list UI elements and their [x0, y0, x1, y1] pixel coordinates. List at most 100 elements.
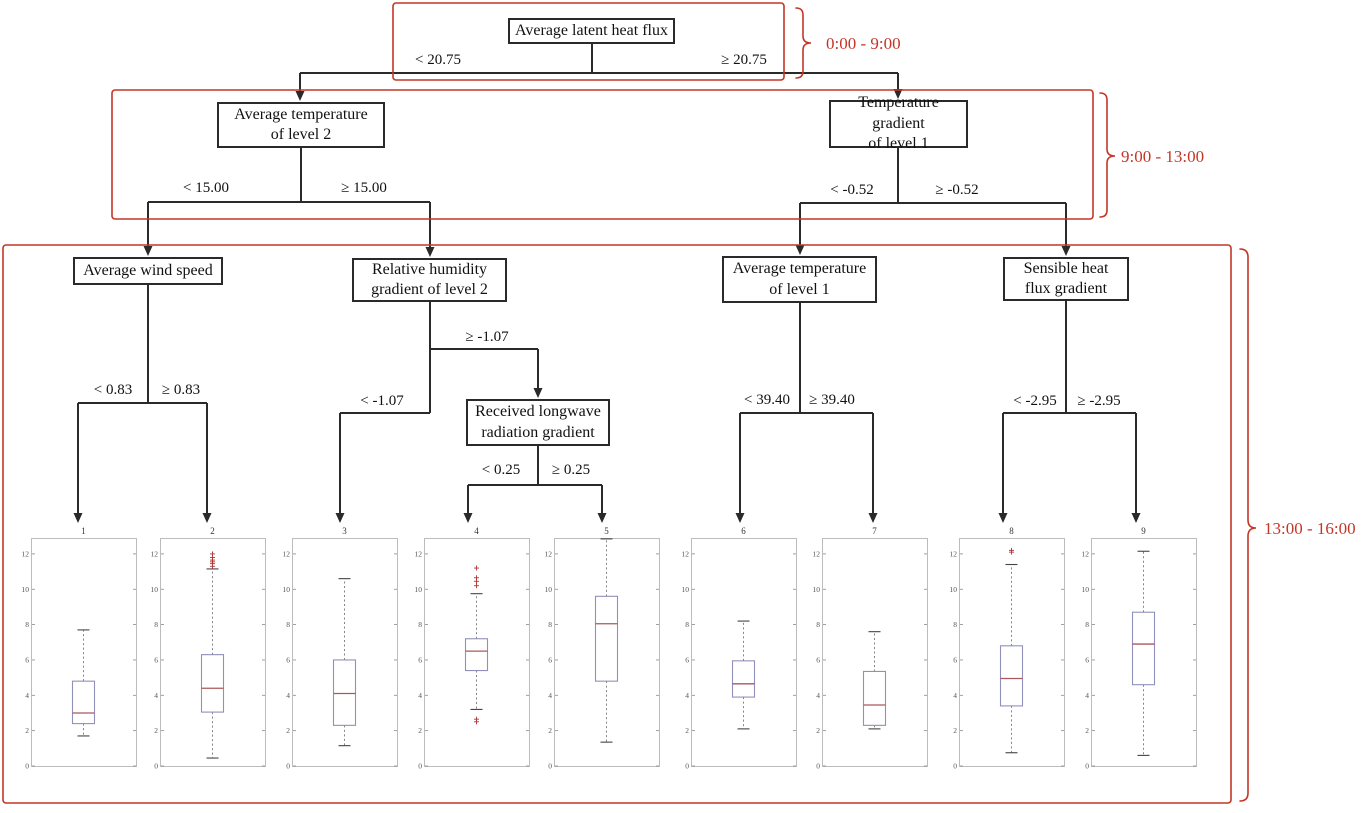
- y-tick-label: 6: [1085, 655, 1089, 664]
- branch-sensible-right: ≥ -2.95: [1077, 393, 1121, 409]
- y-tick-label: 8: [418, 620, 422, 629]
- node-relative-humidity-gradient-level2: Relative humidity gradient of level 2: [352, 258, 507, 302]
- y-tick-label: 10: [950, 585, 958, 594]
- iqr-box: [731, 660, 756, 698]
- node-average-latent-heat-flux: Average latent heat flux: [508, 18, 675, 44]
- y-tick-label: 6: [685, 655, 689, 664]
- y-tick-label: 10: [1082, 585, 1090, 594]
- y-tick-label: 4: [418, 691, 422, 700]
- branch-temp1-left: < 39.40: [744, 392, 790, 408]
- node-temperature-gradient-level1: Temperature gradient of level 1: [829, 94, 968, 152]
- y-tick-label: 2: [1085, 726, 1089, 735]
- y-tick-label: 10: [813, 585, 821, 594]
- y-tick-label: 6: [953, 655, 957, 664]
- y-tick-label: 0: [685, 762, 689, 771]
- branch-root-left: < 20.75: [415, 52, 461, 68]
- y-tick-label: 0: [1085, 762, 1089, 771]
- branch-root-right: ≥ 20.75: [721, 52, 767, 68]
- y-tick-label: 6: [548, 655, 552, 664]
- boxplot-title: 7: [872, 526, 877, 536]
- node-average-wind-speed: Average wind speed: [73, 257, 223, 285]
- branch-tgrad1-left: < -0.52: [830, 182, 874, 198]
- y-tick-label: 2: [418, 726, 422, 735]
- y-tick-label: 2: [816, 726, 820, 735]
- node-sensible-heat-flux-gradient: Sensible heat flux gradient: [1003, 257, 1129, 301]
- iqr-box: [594, 595, 619, 682]
- y-tick-label: 4: [548, 691, 552, 700]
- branch-temp1-right: ≥ 39.40: [809, 392, 855, 408]
- branch-longwave-right: ≥ 0.25: [551, 462, 591, 478]
- y-tick-label: 6: [25, 655, 29, 664]
- time-label-1300-1600: 13:00 - 16:00: [1264, 519, 1356, 538]
- boxplot-title: 1: [81, 526, 86, 536]
- node-average-temperature-level1: Average temperature of level 1: [722, 256, 877, 303]
- iqr-box: [862, 670, 887, 726]
- y-tick-label: 12: [1082, 549, 1090, 558]
- y-tick-label: 4: [25, 691, 29, 700]
- y-tick-label: 4: [154, 691, 158, 700]
- y-tick-label: 2: [685, 726, 689, 735]
- boxplot-title: 4: [474, 526, 479, 536]
- branch-rh2-left: < -1.07: [360, 393, 404, 409]
- time-label-0000-0900: 0:00 - 9:00: [826, 34, 901, 53]
- curly-braces: [795, 7, 1257, 802]
- y-tick-label: 2: [548, 726, 552, 735]
- y-tick-label: 6: [816, 655, 820, 664]
- y-tick-label: 10: [151, 585, 159, 594]
- arrowheads: [73, 89, 1141, 523]
- boxplot-title: 9: [1141, 526, 1146, 536]
- y-tick-label: 8: [685, 620, 689, 629]
- y-tick-label: 4: [953, 691, 957, 700]
- y-tick-label: 8: [816, 620, 820, 629]
- branch-tgrad1-right: ≥ -0.52: [935, 182, 979, 198]
- branch-wind-left: < 0.83: [93, 382, 133, 398]
- boxplot-title: 2: [210, 526, 215, 536]
- branch-wind-right: ≥ 0.83: [161, 382, 201, 398]
- y-tick-label: 6: [286, 655, 290, 664]
- y-tick-label: 10: [283, 585, 291, 594]
- y-tick-label: 12: [950, 549, 958, 558]
- brace-0000-0900: [795, 7, 812, 79]
- branch-sensible-left: < -2.95: [1013, 393, 1057, 409]
- iqr-box: [999, 645, 1024, 707]
- brace-1300-1600: [1239, 248, 1257, 802]
- y-tick-label: 0: [953, 762, 957, 771]
- node-average-temperature-level2: Average temperature of level 2: [217, 102, 385, 148]
- y-tick-label: 6: [418, 655, 422, 664]
- time-box-0000-0900: [392, 2, 785, 81]
- y-tick-label: 0: [548, 762, 552, 771]
- y-tick-label: 4: [1085, 691, 1089, 700]
- brace-0900-1300: [1099, 92, 1116, 218]
- y-tick-label: 6: [154, 655, 158, 664]
- y-tick-label: 8: [286, 620, 290, 629]
- iqr-box: [464, 638, 489, 672]
- branch-temp2-right: ≥ 15.00: [341, 180, 387, 196]
- iqr-box: [71, 680, 96, 725]
- time-group-boxes: [2, 2, 1232, 804]
- time-label-0900-1300: 9:00 - 13:00: [1121, 147, 1205, 166]
- boxplot-title: 6: [741, 526, 746, 536]
- y-tick-label: 12: [813, 549, 821, 558]
- y-tick-label: 8: [25, 620, 29, 629]
- y-tick-label: 10: [415, 585, 423, 594]
- y-tick-label: 2: [953, 726, 957, 735]
- iqr-box: [200, 654, 225, 713]
- y-tick-label: 10: [545, 585, 553, 594]
- y-tick-label: 12: [415, 549, 423, 558]
- boxplot-title: 8: [1009, 526, 1014, 536]
